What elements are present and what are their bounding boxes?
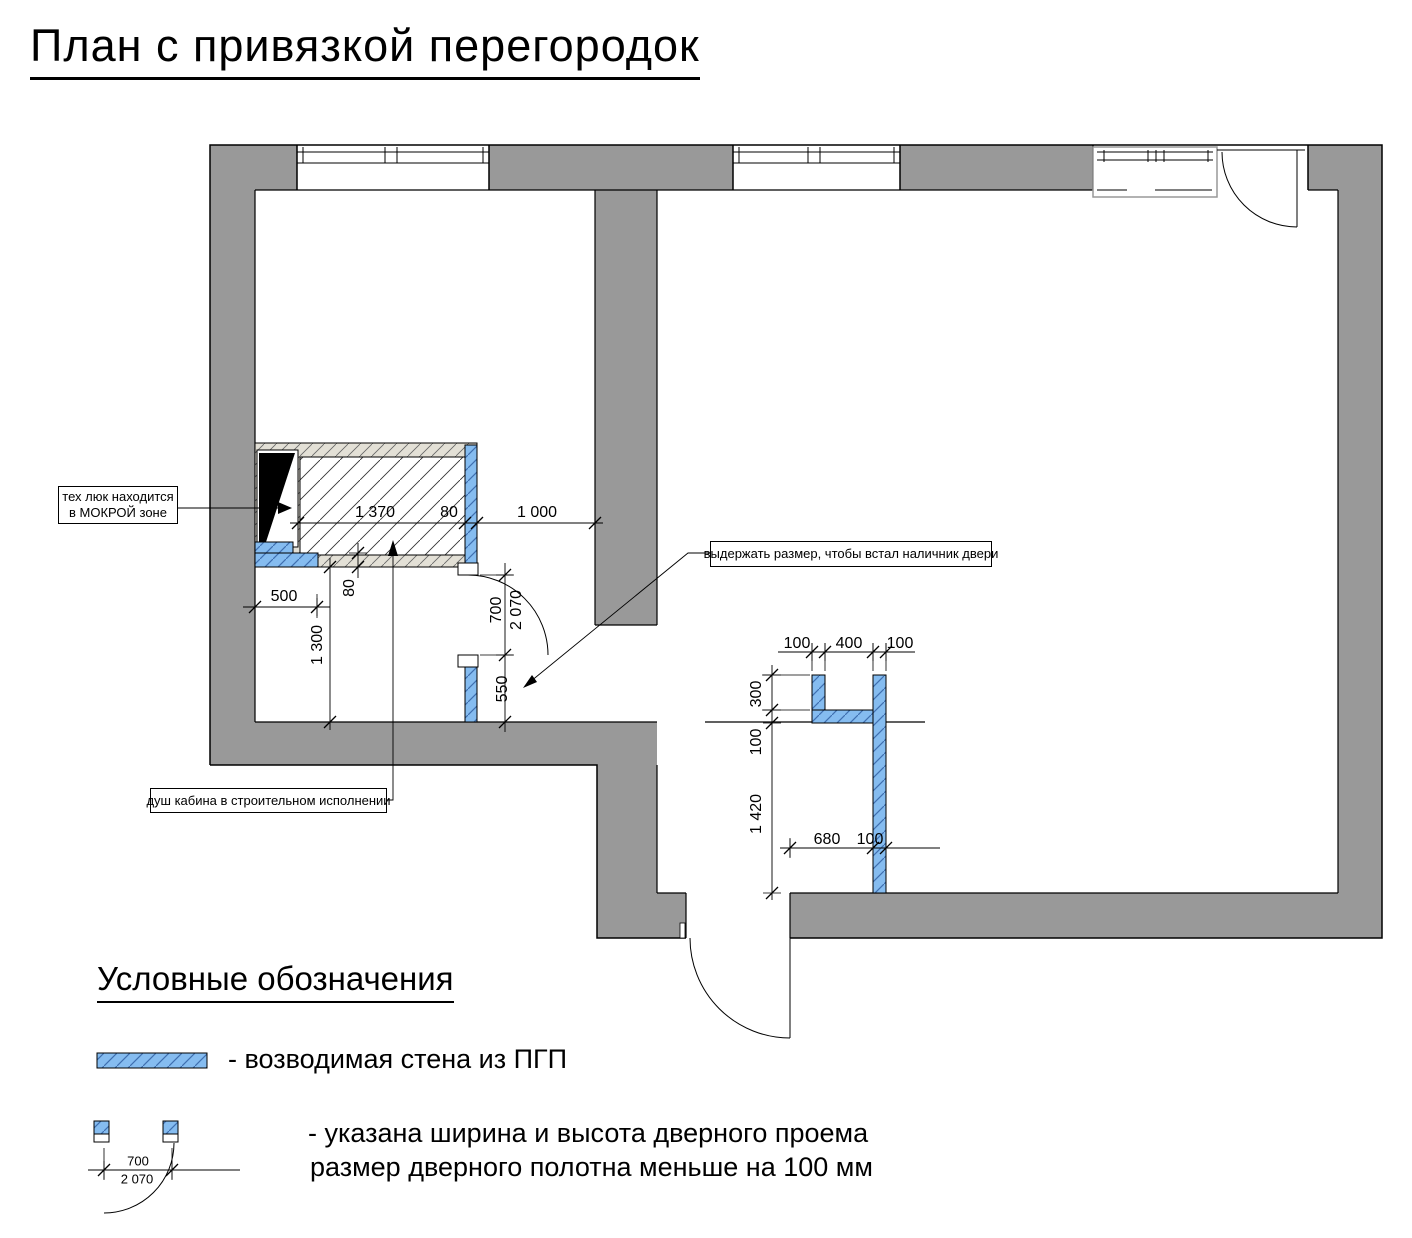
- door-jamb-top: [457, 562, 479, 576]
- tech-hatch-wedge: [259, 453, 295, 542]
- pgp-wall-shower-east: [464, 444, 478, 568]
- dim-entry-100: 100: [856, 831, 884, 848]
- leader-door-casing-arrow: [523, 675, 537, 688]
- pgp-wall-shower-south: [254, 552, 319, 568]
- legend-pgp-wall-sample: [96, 1052, 208, 1069]
- legend-door-jamb-right-pgp: [162, 1120, 179, 1135]
- dim-u-left-100: 100: [783, 635, 811, 652]
- dim-u-mid-400: 400: [835, 635, 863, 652]
- pgp-partition-u: [811, 674, 887, 894]
- legend-door-arc: [103, 1142, 175, 1214]
- dim-shower-width: 1 370: [354, 504, 396, 521]
- wall-top-corner: [1308, 145, 1382, 190]
- windows: [297, 146, 1305, 228]
- callout-door-casing-text: выдержать размер, чтобы встал наличник д…: [703, 546, 999, 561]
- callout-door-casing: выдержать размер, чтобы встал наличник д…: [704, 541, 998, 567]
- leader-lines: [176, 502, 710, 801]
- legend-symbols: [93, 1052, 208, 1214]
- dim-u-1420: 1 420: [748, 793, 765, 835]
- balcony-block: [1092, 146, 1218, 198]
- entrance-door: [679, 922, 791, 1039]
- wall-right: [1338, 190, 1382, 893]
- window-right-room: [733, 147, 900, 164]
- leader-shower: [385, 548, 394, 801]
- wall-left: [210, 190, 255, 765]
- dim-door-width: 700: [488, 596, 505, 624]
- dim-offset-550: 550: [494, 675, 511, 703]
- legend-wall-item-label: - возводимая стена из ПГП: [228, 1044, 568, 1074]
- leader-tech-hatch-arrow: [278, 502, 292, 514]
- page-title: План с привязкой перегородок: [30, 20, 700, 80]
- balcony-door-arc: [1221, 151, 1298, 228]
- outline-outer: [209, 144, 1383, 939]
- dim-offset-500: 500: [270, 588, 298, 605]
- wall-bottom-left: [255, 722, 657, 765]
- wall-top-right: [900, 145, 1093, 190]
- wall-top-mid: [489, 145, 733, 190]
- callout-tech-hatch-line2: в МОКРОЙ зоне: [69, 505, 167, 520]
- dim-entry-680: 680: [813, 831, 841, 848]
- callout-shower-text: душ кабина в строительном исполнении: [146, 792, 391, 808]
- entrance-door-arc: [689, 937, 791, 1039]
- callout-tech-hatch: тех люк находится в МОКРОЙ зоне: [58, 486, 178, 524]
- bath-door-arc: [467, 574, 549, 656]
- pgp-u-right: [872, 674, 887, 894]
- dim-door-height: 2 070: [508, 589, 525, 631]
- dimension-ticks: [97, 514, 893, 1179]
- dim-partition-80: 80: [440, 504, 458, 521]
- dim-u-100: 100: [748, 728, 765, 756]
- pgp-wall-below-door: [464, 666, 478, 723]
- legend-door-symbol: [93, 1120, 179, 1214]
- dim-corridor-1000: 1 000: [516, 504, 558, 521]
- window-left-room: [297, 147, 489, 164]
- legend-dim-door-width: 700: [127, 1153, 149, 1169]
- legend-door-item-line2: размер дверного полотна меньше на 100 мм: [310, 1152, 873, 1182]
- leader-door-casing: [524, 552, 710, 687]
- legend-heading: Условные обозначения: [97, 960, 454, 1003]
- balcony-window-lines: [1097, 150, 1213, 191]
- wall-bottom-right: [790, 893, 1382, 938]
- entrance-jamb-notch: [679, 922, 686, 939]
- wall-middle: [595, 190, 657, 625]
- wall-top-left: [210, 145, 297, 190]
- bearing-walls: [210, 145, 1382, 938]
- door-jamb-bottom: [457, 654, 479, 668]
- callout-shower: душ кабина в строительном исполнении: [146, 788, 391, 813]
- pgp-wall-shower-step: [254, 541, 294, 554]
- dim-band-80: 80: [341, 579, 358, 597]
- dim-room-1300: 1 300: [309, 624, 326, 666]
- leader-shower-arrow: [388, 540, 398, 556]
- wall-step: [597, 765, 657, 938]
- callout-tech-hatch-line1: тех люк находится: [62, 489, 174, 504]
- outline-opening-jambs: [296, 145, 1309, 190]
- legend-door-jamb-left-pgp: [93, 1120, 110, 1135]
- legend-door-item-line1: - указана ширина и высота дверного проем…: [308, 1118, 869, 1148]
- dim-u-right-100: 100: [886, 635, 914, 652]
- dim-u-300: 300: [748, 680, 765, 708]
- legend-dim-door-height: 2 070: [120, 1171, 154, 1187]
- shower-cabin: [254, 442, 549, 723]
